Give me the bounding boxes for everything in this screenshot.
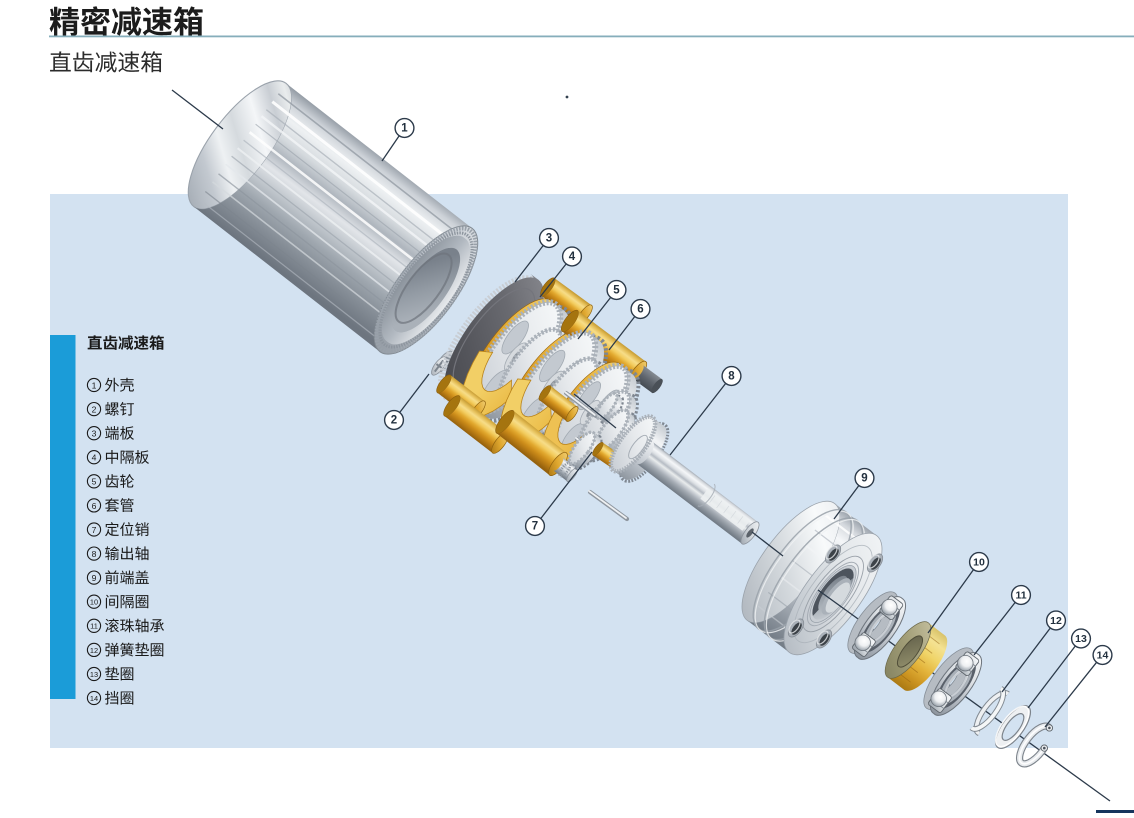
svg-text:11: 11 [1015,590,1026,602]
svg-text:3: 3 [546,233,552,245]
svg-text:1: 1 [92,380,97,390]
svg-text:2: 2 [92,405,97,415]
svg-text:12: 12 [1050,615,1062,627]
svg-text:8: 8 [92,549,97,559]
svg-text:14: 14 [90,694,98,703]
svg-text:2: 2 [391,415,397,427]
svg-text:11: 11 [90,622,98,631]
svg-text:5: 5 [613,285,620,297]
svg-text:14: 14 [1097,650,1109,662]
svg-text:5: 5 [92,477,97,487]
svg-text:9: 9 [861,473,867,485]
svg-text:13: 13 [1075,633,1087,645]
svg-text:4: 4 [569,251,576,263]
svg-text:6: 6 [637,304,643,316]
svg-text:7: 7 [92,525,97,535]
svg-text:10: 10 [90,598,98,607]
svg-text:8: 8 [728,371,735,383]
svg-text:13: 13 [90,670,98,679]
svg-text:4: 4 [92,453,97,463]
svg-text:10: 10 [973,557,985,569]
svg-text:9: 9 [92,573,97,583]
svg-text:6: 6 [92,501,97,511]
svg-text:12: 12 [90,646,98,655]
svg-text:3: 3 [92,429,97,439]
svg-text:1: 1 [401,123,408,135]
svg-text:7: 7 [532,521,538,533]
